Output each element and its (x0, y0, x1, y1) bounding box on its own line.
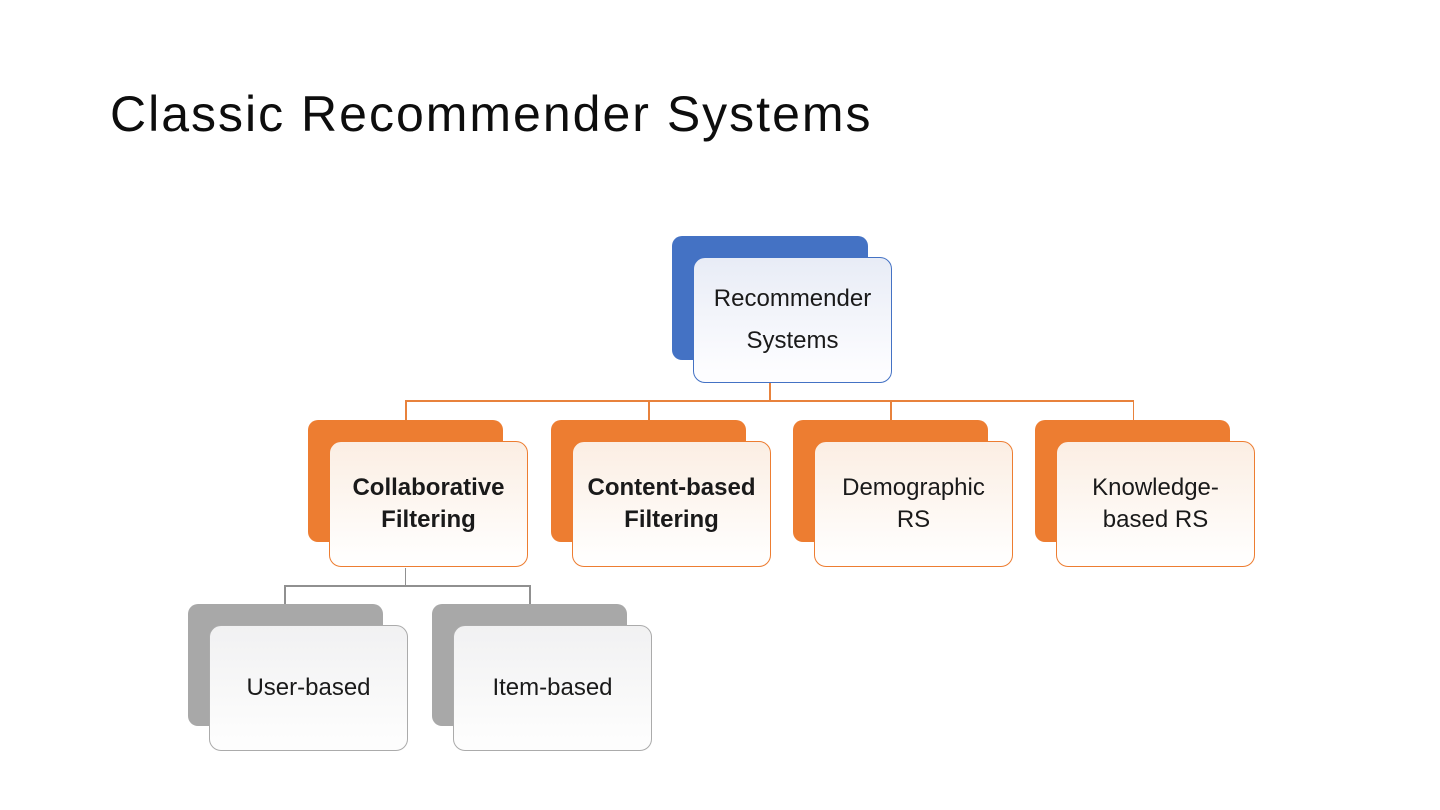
node-label-line: Item-based (492, 674, 613, 701)
node-knowledge-based-rs: Knowledge- based RS (1035, 420, 1255, 568)
connector-drop-knowledge (1132, 400, 1134, 421)
connector-drop-user-based (284, 585, 286, 605)
node-label: Knowledge- based RS (1056, 441, 1255, 567)
connector-level2-bus (405, 400, 1134, 402)
node-user-based: User-based (188, 604, 408, 752)
connector-root-stem (769, 383, 771, 401)
node-label: Content-based Filtering (572, 441, 771, 567)
node-label-line: Filtering (381, 506, 476, 533)
connector-level3-bus (284, 585, 531, 587)
connector-drop-content-based (648, 400, 650, 421)
node-item-based: Item-based (432, 604, 652, 752)
node-label-line: User-based (246, 674, 371, 701)
connector-drop-collaborative (405, 400, 407, 421)
connector-drop-item-based (529, 585, 531, 605)
node-recommender-systems: Recommender Systems (672, 236, 892, 384)
connector-drop-demographic (890, 400, 892, 421)
node-label: Recommender Systems (693, 257, 892, 383)
node-content-based-filtering: Content-based Filtering (551, 420, 771, 568)
node-label: User-based (209, 625, 408, 751)
node-label: Item-based (453, 625, 652, 751)
node-label-line: RS (896, 506, 931, 533)
node-label: Demographic RS (814, 441, 1013, 567)
node-label-line: based RS (1102, 506, 1209, 533)
node-label: Collaborative Filtering (329, 441, 528, 567)
node-label-line: Systems (746, 327, 839, 354)
node-label-line: Recommender (713, 285, 872, 312)
node-label-line: Filtering (624, 506, 719, 533)
node-label-line: Knowledge- (1092, 474, 1219, 501)
node-demographic-rs: Demographic RS (793, 420, 1013, 568)
node-label-line: Content-based (587, 474, 756, 501)
node-collaborative-filtering: Collaborative Filtering (308, 420, 528, 568)
connector-collaborative-stem (404, 568, 406, 586)
node-label-line: Collaborative (352, 474, 505, 501)
slide-title: Classic Recommender Systems (110, 86, 873, 142)
node-label-line: Demographic (842, 474, 985, 501)
